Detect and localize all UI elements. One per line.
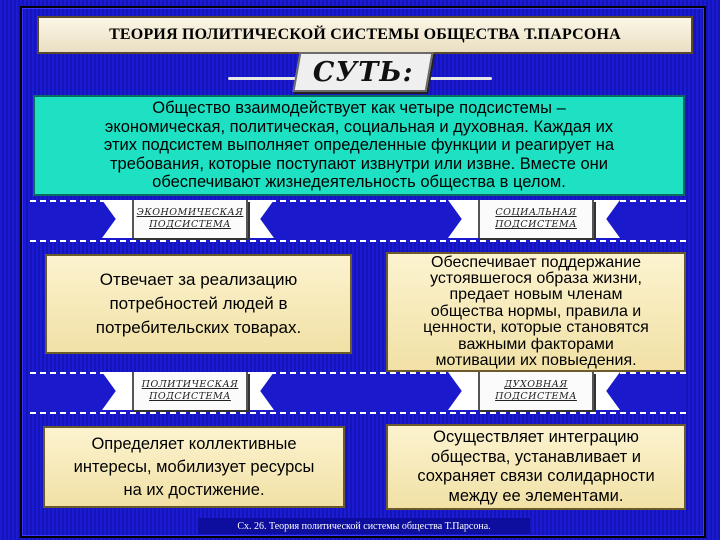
summary-line: обеспечивают жизнедеятельность общества … (152, 173, 566, 191)
spiritual-text-line: общества, устанавливает и (430, 447, 642, 466)
spiritual-label-line1: ДУХОВНАЯ (504, 379, 568, 390)
summary-box: Общество взаимодействует как четыре подс… (33, 95, 685, 196)
spiritual-text-line: между ее элементами. (448, 486, 624, 505)
economic-description: Отвечает за реализацию потребностей люде… (45, 254, 352, 354)
political-text-line: Определяет коллективные (91, 434, 297, 453)
political-description: Определяет коллективные интересы, мобили… (43, 426, 345, 508)
political-label-line2: ПОДСИСТЕМА (149, 391, 231, 402)
social-text-line: Обеспечивает поддержание (431, 253, 641, 271)
summary-line: требования, которые поступают извнутри и… (109, 154, 609, 173)
summary-line: Общество взаимодействует как четыре подс… (152, 99, 566, 117)
spiritual-text-line: сохраняет связи солидарности (417, 467, 655, 485)
social-text-line: мотивации их повыедения. (435, 352, 637, 370)
economic-ribbon: ЭКОНОМИЧЕСКАЯ ПОДСИСТЕМА (102, 200, 274, 238)
figure-caption: Сх. 26. Теория политической системы обще… (198, 518, 530, 534)
essence-label: СУТЬ: (312, 56, 414, 88)
economic-text-line: потребностей людей в (109, 294, 288, 313)
ribbon-label: ДУХОВНАЯ ПОДСИСТЕМА (478, 372, 594, 410)
political-text-line: на их достижение. (123, 480, 265, 499)
political-ribbon: ПОЛИТИЧЕСКАЯ ПОДСИСТЕМА (102, 372, 274, 410)
slide-frame (20, 6, 706, 538)
social-text-line: важными факторами (458, 335, 614, 353)
political-text-line: интересы, мобилизует ресурсы (73, 457, 315, 476)
ribbon-label: ПОЛИТИЧЕСКАЯ ПОДСИСТЕМА (132, 372, 248, 410)
economic-label-line2: ПОДСИСТЕМА (149, 219, 231, 230)
spiritual-text-line: Осуществляет интеграцию (433, 428, 639, 446)
social-ribbon: СОЦИАЛЬНАЯ ПОДСИСТЕМА (448, 200, 620, 238)
ribbon-label: ЭКОНОМИЧЕСКАЯ ПОДСИСТЕМА (132, 200, 248, 238)
economic-text-line: Отвечает за реализацию (99, 270, 298, 289)
summary-line: экономическая, политическая, социальная … (104, 117, 614, 136)
economic-label-line1: ЭКОНОМИЧЕСКАЯ (136, 207, 244, 218)
spiritual-label-line2: ПОДСИСТЕМА (495, 391, 577, 402)
social-text-line: устоявшегося образа жизни, (430, 269, 642, 287)
social-text-line: общества нормы, правила и (430, 302, 642, 320)
spiritual-ribbon: ДУХОВНАЯ ПОДСИСТЕМА (448, 372, 620, 410)
essence-banner: СУТЬ: (292, 52, 434, 92)
social-label-line2: ПОДСИСТЕМА (495, 219, 577, 230)
social-text-line: предает новым членам (449, 286, 623, 304)
page-title: ТЕОРИЯ ПОЛИТИЧЕСКОЙ СИСТЕМЫ ОБЩЕСТВА Т.П… (37, 16, 693, 54)
summary-line: этих подсистем выполняет определенные фу… (103, 136, 615, 154)
spiritual-description: Осуществляет интеграцию общества, устана… (386, 424, 686, 510)
ribbon-label: СОЦИАЛЬНАЯ ПОДСИСТЕМА (478, 200, 594, 238)
economic-text-line: потребительских товарах. (95, 318, 302, 337)
political-label-line1: ПОЛИТИЧЕСКАЯ (141, 379, 239, 390)
social-label-line1: СОЦИАЛЬНАЯ (495, 207, 577, 218)
social-description: Обеспечивает поддержание устоявшегося об… (386, 252, 686, 372)
social-text-line: ценности, которые становятся (423, 319, 649, 337)
